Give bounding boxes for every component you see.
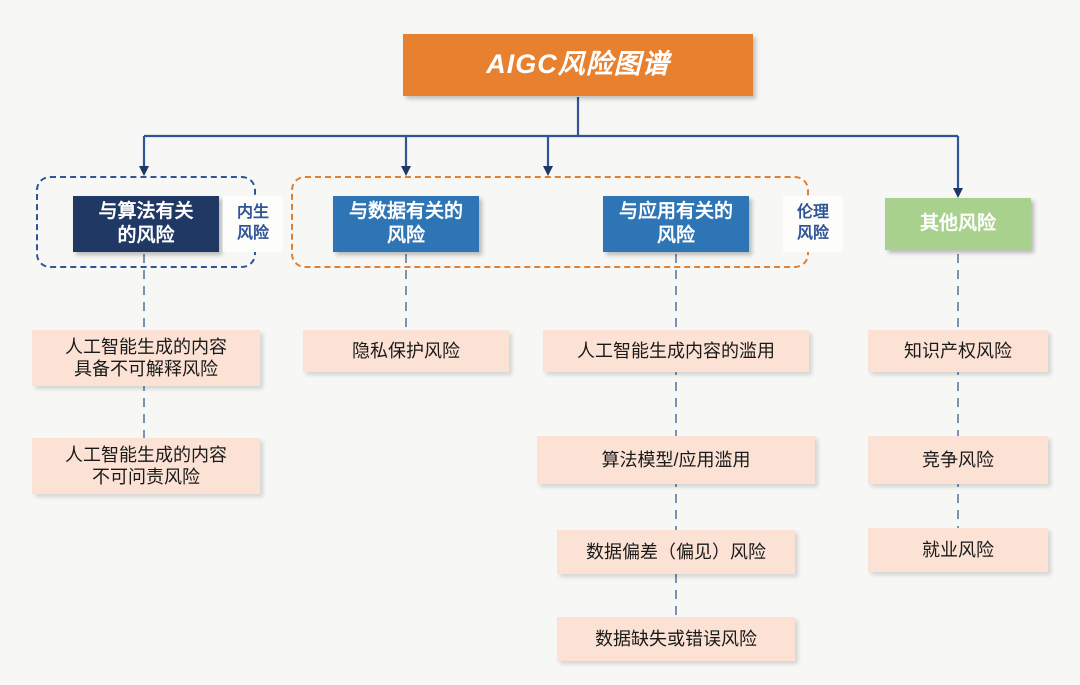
leaf-line1: 知识产权风险: [904, 340, 1012, 361]
category-box-application[interactable]: 与应用有关的 风险: [603, 196, 749, 252]
leaf-node[interactable]: 知识产权风险: [868, 330, 1048, 372]
category-label-line1: 与应用有关的: [618, 201, 733, 223]
badge-ethical-risk: 伦理 风险: [783, 196, 843, 252]
category-label-line1: 与算法有关: [98, 201, 194, 223]
leaf-node[interactable]: 数据偏差（偏见）风险: [557, 530, 795, 574]
category-label-line1: 其他风险: [919, 213, 996, 235]
badge-line1: 伦理: [796, 204, 829, 222]
leaf-line1: 就业风险: [922, 539, 994, 560]
leaf-line1: 竞争风险: [922, 449, 994, 470]
category-label-line2: 风险: [656, 225, 695, 246]
leaf-line1: 算法模型/应用滥用: [601, 449, 751, 470]
leaf-line1: 人工智能生成内容的滥用: [577, 340, 775, 361]
leaf-line1: 数据缺失或错误风险: [595, 628, 757, 649]
category-box-data[interactable]: 与数据有关的 风险: [333, 196, 479, 252]
leaf-line2: 具备不可解释风险: [74, 359, 218, 379]
badge-line1: 内生: [236, 204, 269, 222]
badge-line2: 风险: [236, 225, 269, 242]
leaf-node[interactable]: 隐私保护风险: [303, 330, 509, 372]
diagram-title: AIGC风险图谱: [403, 34, 753, 96]
leaf-node[interactable]: 就业风险: [868, 528, 1048, 572]
leaf-node[interactable]: 人工智能生成内容的滥用: [543, 330, 809, 372]
leaf-node[interactable]: 数据缺失或错误风险: [557, 617, 795, 661]
category-box-algorithm[interactable]: 与算法有关 的风险: [73, 196, 219, 252]
leaf-node[interactable]: 人工智能生成的内容 不可问责风险: [32, 438, 260, 494]
leaf-line1: 人工智能生成的内容: [65, 444, 227, 465]
leaf-node[interactable]: 算法模型/应用滥用: [537, 436, 815, 484]
badge-endogenous-risk: 内生 风险: [223, 196, 283, 252]
leaf-line1: 隐私保护风险: [352, 340, 460, 361]
badge-line2: 风险: [796, 225, 829, 242]
category-label-line2: 风险: [386, 225, 425, 246]
leaf-node[interactable]: 人工智能生成的内容 具备不可解释风险: [32, 330, 260, 386]
category-label-line1: 与数据有关的: [348, 201, 463, 223]
leaf-line1: 人工智能生成的内容: [65, 336, 227, 357]
leaf-node[interactable]: 竞争风险: [868, 436, 1048, 484]
leaf-line1: 数据偏差（偏见）风险: [586, 541, 766, 562]
category-label-line2: 的风险: [117, 225, 175, 246]
category-box-other[interactable]: 其他风险: [885, 198, 1031, 250]
leaf-line2: 不可问责风险: [92, 467, 200, 487]
